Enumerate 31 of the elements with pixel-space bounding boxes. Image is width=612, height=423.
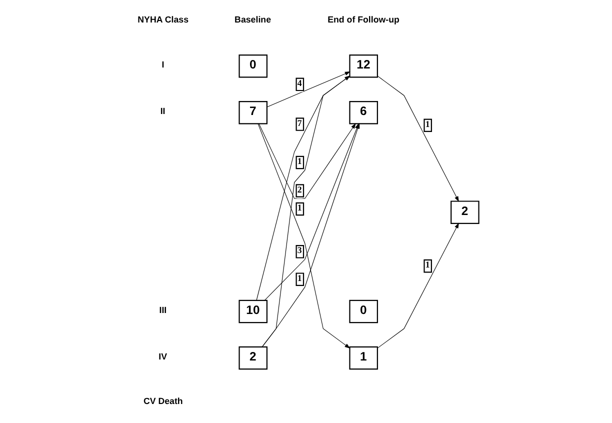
arrow — [256, 76, 350, 301]
edge-label: 1 — [297, 156, 302, 166]
arrow — [266, 71, 350, 108]
label: I — [162, 60, 164, 70]
node-box: 10 — [238, 300, 268, 324]
node-box: 1 — [349, 346, 378, 370]
edge-label: 7 — [297, 118, 302, 128]
edge-label: 1 — [425, 118, 430, 129]
arrow — [377, 222, 459, 348]
edge-label: 2 — [297, 184, 302, 194]
label: Baseline — [234, 14, 272, 24]
edge-label: 1 — [297, 202, 302, 213]
node-box: 0 — [238, 54, 268, 78]
node-box: 2 — [238, 346, 268, 370]
node-box: 7 — [238, 101, 268, 124]
edge-label: 4 — [297, 78, 302, 88]
edge-label: 1 — [297, 272, 302, 283]
node-box: 12 — [349, 54, 378, 78]
edge-label: 3 — [297, 245, 302, 256]
arrow — [377, 76, 459, 202]
node-box: 0 — [349, 300, 378, 324]
edge-label: 1 — [425, 260, 430, 270]
label: II — [160, 106, 166, 116]
label: End of Follow-up — [328, 14, 400, 24]
label: NYHA Class — [138, 14, 189, 24]
node-box: 6 — [349, 101, 378, 124]
node-box: 2 — [450, 200, 480, 224]
label: III — [159, 305, 167, 316]
label: IV — [158, 352, 168, 362]
arrow — [258, 123, 356, 199]
label: CV Death — [143, 396, 183, 406]
